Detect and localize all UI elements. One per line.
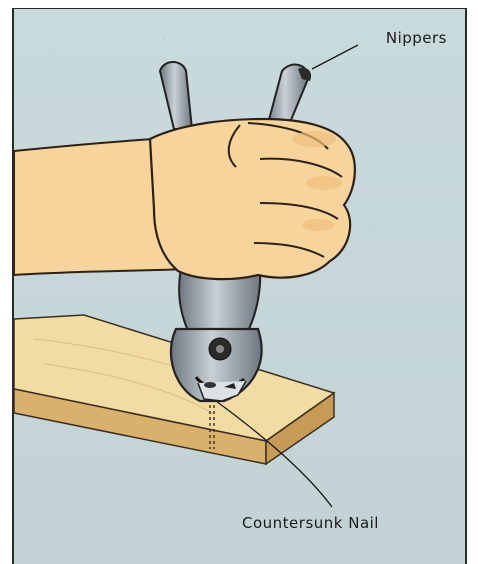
nippers-head	[171, 264, 262, 401]
nippers-illustration	[14, 9, 465, 564]
nippers-label: Nippers	[386, 29, 447, 47]
countersunk-nail-label: Countersunk Nail	[242, 514, 379, 532]
illustration-frame: Nippers Countersunk Nail	[12, 8, 467, 564]
